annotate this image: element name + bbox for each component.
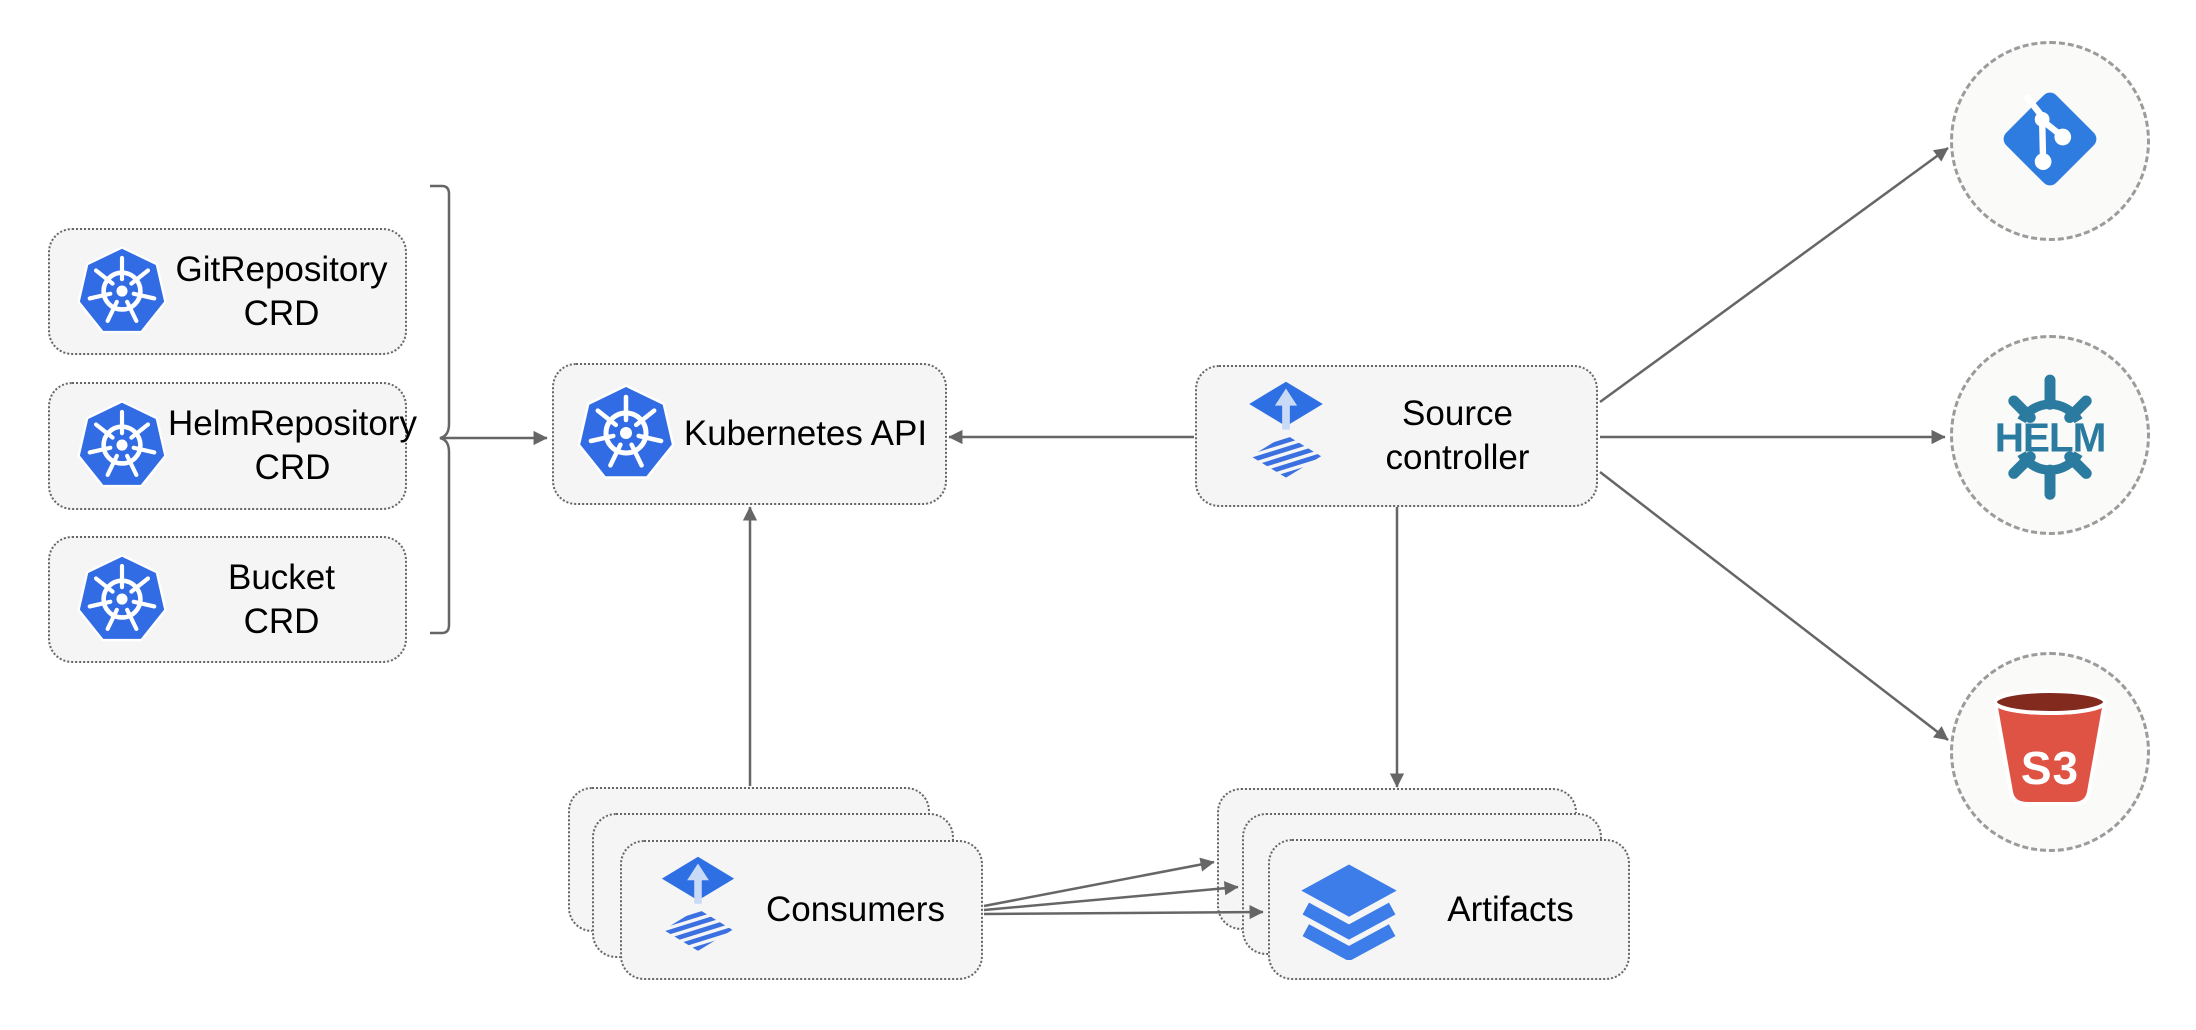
git-icon xyxy=(1991,80,2109,203)
edge-consumers-to-artifacts-1 xyxy=(983,857,1215,908)
node-label: Source controller xyxy=(1329,392,1596,480)
node-artifacts: Artifacts xyxy=(1268,839,1630,980)
kubernetes-icon xyxy=(76,246,168,338)
kubernetes-icon xyxy=(76,554,168,646)
node-label-line2: CRD xyxy=(243,601,320,641)
external-helm: HELM xyxy=(1950,335,2150,535)
node-label-line2: CRD xyxy=(243,293,320,333)
node-consumers: Consumers xyxy=(620,840,983,980)
helm-icon-text: HELM xyxy=(1995,414,2106,460)
node-helmrepository-crd: HelmRepository CRD xyxy=(48,382,417,510)
flux-icon xyxy=(656,855,740,966)
node-label-line2: controller xyxy=(1385,438,1530,477)
node-label: HelmRepository CRD xyxy=(168,402,427,490)
node-label-line1: GitRepository xyxy=(175,249,388,289)
node-label: Kubernetes API xyxy=(683,414,928,453)
external-s3: S3 xyxy=(1950,652,2150,852)
node-label-line1: HelmRepository xyxy=(168,404,417,443)
node-kubernetes-api: Kubernetes API xyxy=(552,363,947,505)
helm-icon: HELM xyxy=(1995,367,2106,503)
node-label-line2: CRD xyxy=(254,448,331,487)
layers-icon xyxy=(1295,859,1403,960)
crd-group-brace xyxy=(430,184,451,635)
s3-bucket-icon: S3 xyxy=(1970,672,2130,832)
node-bucket-crd: Bucket CRD xyxy=(48,536,407,663)
node-label-line1: Source xyxy=(1402,394,1513,433)
edge-consumers-to-artifacts-2 xyxy=(983,881,1239,912)
edge-source-to-git xyxy=(1599,146,1949,404)
kubernetes-icon xyxy=(76,400,168,492)
flux-icon xyxy=(1243,380,1329,493)
node-label: Artifacts xyxy=(1447,889,1574,929)
node-label: Consumers xyxy=(766,890,945,929)
edge-source-to-s3 xyxy=(1599,471,1949,741)
node-label-line1: Bucket xyxy=(228,557,335,597)
external-git xyxy=(1950,41,2150,241)
s3-icon-text: S3 xyxy=(2021,742,2079,794)
node-source-controller: Source controller xyxy=(1195,365,1598,507)
node-label: GitRepository CRD xyxy=(168,248,405,336)
kubernetes-icon xyxy=(576,384,676,484)
node-gitrepository-crd: GitRepository CRD xyxy=(48,228,407,355)
node-label: Bucket CRD xyxy=(168,556,405,644)
